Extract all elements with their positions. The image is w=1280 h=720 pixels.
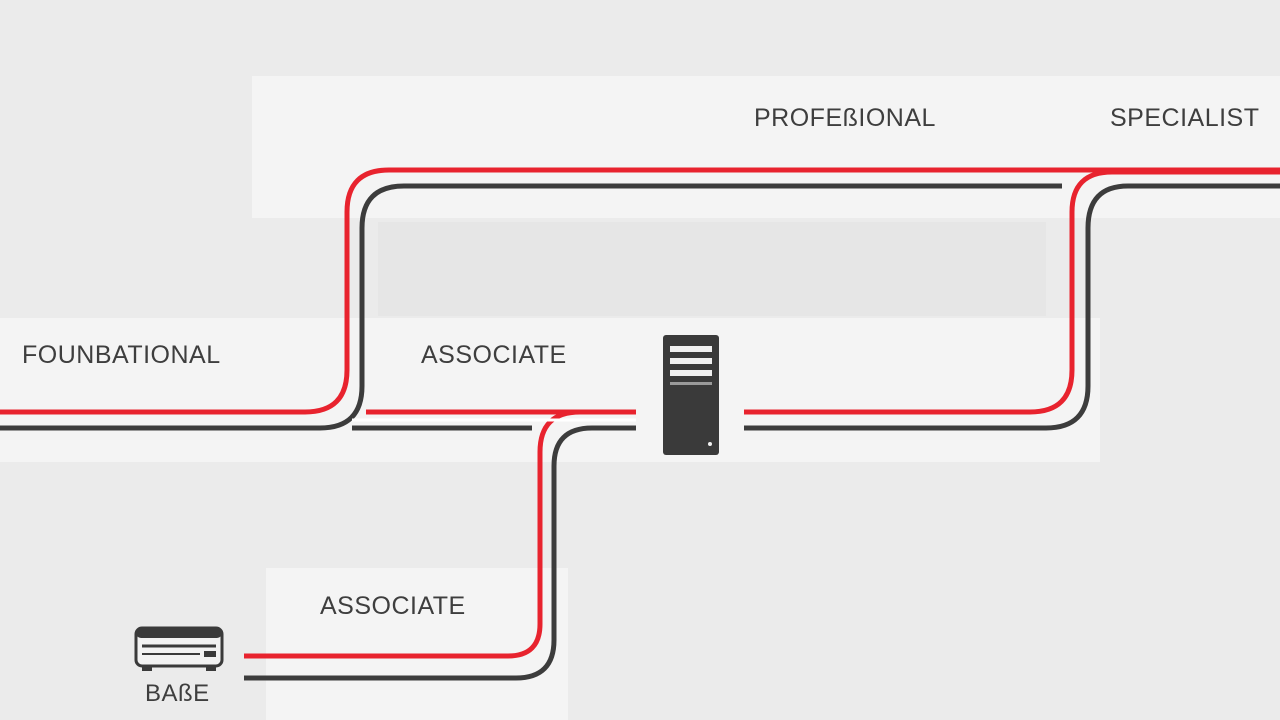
foundational-label: FOUNBATIONAL [22,341,221,369]
associate-lower-label: ASSOCIATE [320,592,466,620]
base-label: BAßE [145,680,210,707]
lower-panel [266,568,568,720]
upper-red-track [0,167,1280,415]
specialist-dark-branch [744,183,1280,431]
associate-label: ASSOCIATE [421,341,567,369]
specialist-red-branch [744,169,1280,415]
upper-dark-track [0,183,1062,431]
top-panel [252,76,1280,218]
inner-gray-panel [378,222,1046,316]
hardware-device-icon [134,626,224,671]
specialist-label: SPECIALIST [1110,104,1260,132]
middle-band-panel [0,318,1100,462]
server-tower-icon [663,335,719,455]
lower-red-track [244,409,636,659]
professional-label: PROFEßIONAL [754,104,936,132]
lower-dark-track [244,425,636,681]
